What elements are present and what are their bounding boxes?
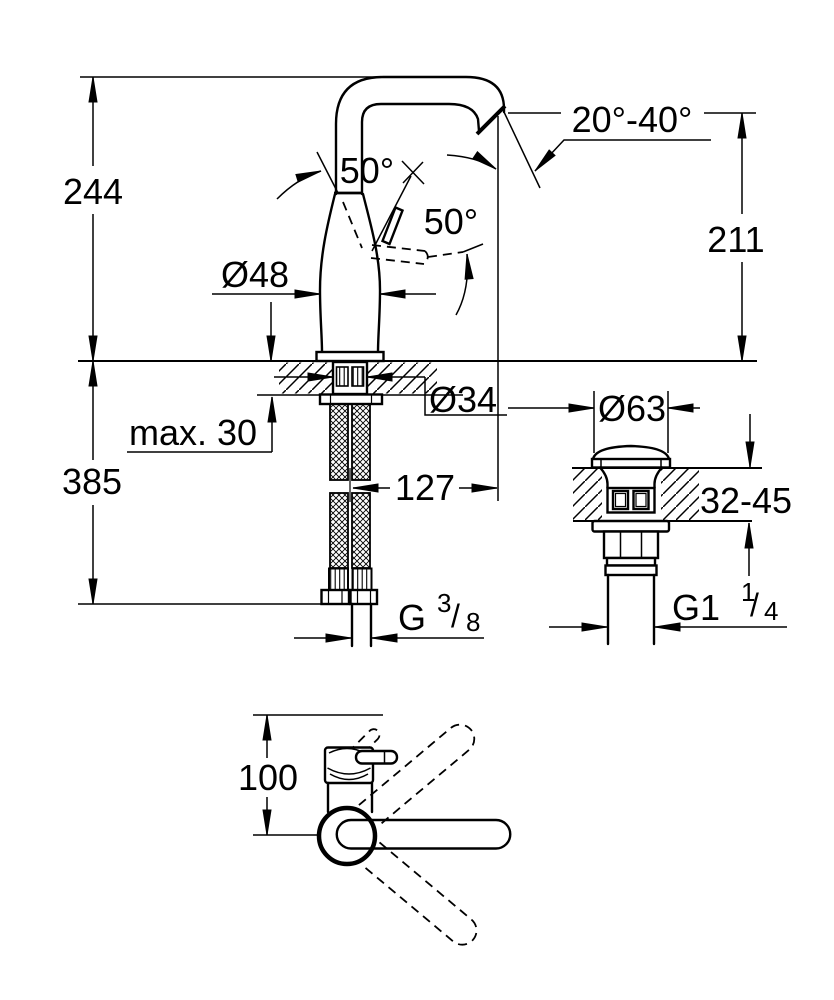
dim-waste-thread: G1 1 / 4 xyxy=(672,577,778,628)
waste-thread-denominator: 4 xyxy=(764,596,778,626)
spout-rotated-down-dashed xyxy=(360,841,478,946)
dim-swivel-depth: 100 xyxy=(238,757,298,798)
waste-dimensions: Ø63 32-45 G1 1 / 4 xyxy=(508,388,792,632)
lever-top-view xyxy=(354,749,399,765)
dim-spout-reach: 127 xyxy=(395,467,455,508)
waste-cap-dome xyxy=(591,444,671,461)
front-view: 244 385 211 20°-40° 50° 50° Ø48 max. 30 … xyxy=(62,75,765,648)
body-left-edge xyxy=(318,192,337,354)
waste-thread-prefix: G1 xyxy=(672,587,720,628)
waste-thread-band xyxy=(604,564,658,577)
outlet-rotate-arc xyxy=(446,151,497,170)
handle-axis-line xyxy=(371,175,412,252)
waste-thread-slash: / xyxy=(750,587,759,623)
overflow-window-right xyxy=(632,489,650,511)
hose-crimp-right xyxy=(351,567,373,591)
outlet-direction-line xyxy=(503,111,541,189)
spout-outlet-face xyxy=(475,104,507,136)
supply-thread-numerator: 3 xyxy=(437,588,451,618)
top-view-body xyxy=(316,723,512,946)
top-view-dimensions: 100 xyxy=(238,714,298,836)
mounting-washer xyxy=(318,393,384,406)
body-dome-arcs xyxy=(327,767,371,781)
supply-hose-left-upper xyxy=(329,403,349,481)
handle-angle-arc xyxy=(276,170,322,200)
handle-swing-arc xyxy=(455,253,474,316)
front-dimensions: 244 385 211 20°-40° 50° 50° Ø48 max. 30 … xyxy=(62,76,765,643)
supply-hose-right-lower xyxy=(351,492,371,569)
supply-hose-right-upper xyxy=(351,403,371,481)
waste-hex-nut xyxy=(602,530,660,560)
supply-thread-slash: / xyxy=(451,598,460,634)
column-edges xyxy=(326,781,374,814)
spout-rotated-up-dashed xyxy=(358,723,476,828)
undercounter-assembly xyxy=(318,360,384,648)
supply-thread-denominator: 8 xyxy=(466,607,480,637)
dim-mounting-hole-diameter: Ø34 xyxy=(429,379,497,420)
reference-lines xyxy=(78,76,757,605)
waste-neck-right xyxy=(653,466,664,490)
body-right-edge xyxy=(361,192,382,354)
overflow-window-left xyxy=(611,489,630,511)
waste-view: Ø63 32-45 G1 1 / 4 xyxy=(508,388,792,646)
handle-angle-annotations xyxy=(276,151,484,316)
waste-body xyxy=(590,444,672,646)
waste-neck-left xyxy=(598,466,609,490)
supply-hose-left-lower xyxy=(329,492,349,569)
dim-handle-open-angle: 50° xyxy=(340,150,394,191)
top-view: 100 xyxy=(238,714,512,946)
hose-crimp-left xyxy=(328,567,349,591)
dim-cap-diameter: Ø63 xyxy=(598,388,666,429)
handle-tangent-line xyxy=(316,151,339,194)
dim-outlet-height: 211 xyxy=(707,219,764,260)
waste-cap-band xyxy=(590,457,672,469)
dim-handle-swing-angle: 50° xyxy=(424,201,478,242)
outlet-angle-annotations xyxy=(446,111,711,189)
spout-inner-edge xyxy=(360,102,481,196)
handle-alt-position-dashed xyxy=(370,244,429,265)
spout-left-cap xyxy=(335,818,352,850)
hidden-cartridge-line xyxy=(342,201,363,249)
faucet-outline xyxy=(315,75,507,363)
supply-thread-prefix: G xyxy=(398,597,426,638)
body-base-ring xyxy=(315,350,385,363)
spout-outer-edge xyxy=(334,75,506,196)
hose-nut-left xyxy=(320,588,351,606)
hose-connector-right xyxy=(351,366,365,387)
waste-thread-numerator: 1 xyxy=(741,577,755,607)
waste-flange xyxy=(591,519,671,533)
dim-hose-length: 385 xyxy=(62,461,122,502)
dim-outlet-angle-range: 20°-40° xyxy=(572,99,693,140)
dim-max-mounting-thickness: max. 30 xyxy=(129,412,257,453)
lever-rotated-dashed xyxy=(347,728,381,762)
dim-body-diameter: Ø48 xyxy=(221,254,289,295)
pivot-cross-mark xyxy=(401,160,425,185)
dim-basin-thickness-range: 32-45 xyxy=(700,480,792,521)
lever-handle xyxy=(380,205,405,246)
hose-connector-left xyxy=(335,366,349,387)
hose-nut-right xyxy=(349,588,379,606)
waste-tailpipe xyxy=(606,573,656,646)
connection-pipe xyxy=(350,602,373,648)
dim-overall-height: 244 xyxy=(63,171,123,212)
spout-top-view xyxy=(351,818,512,850)
outlet-angle-leader xyxy=(534,139,711,172)
swivel-ring xyxy=(316,805,378,867)
dim-supply-thread: G 3 / 8 xyxy=(398,588,480,638)
